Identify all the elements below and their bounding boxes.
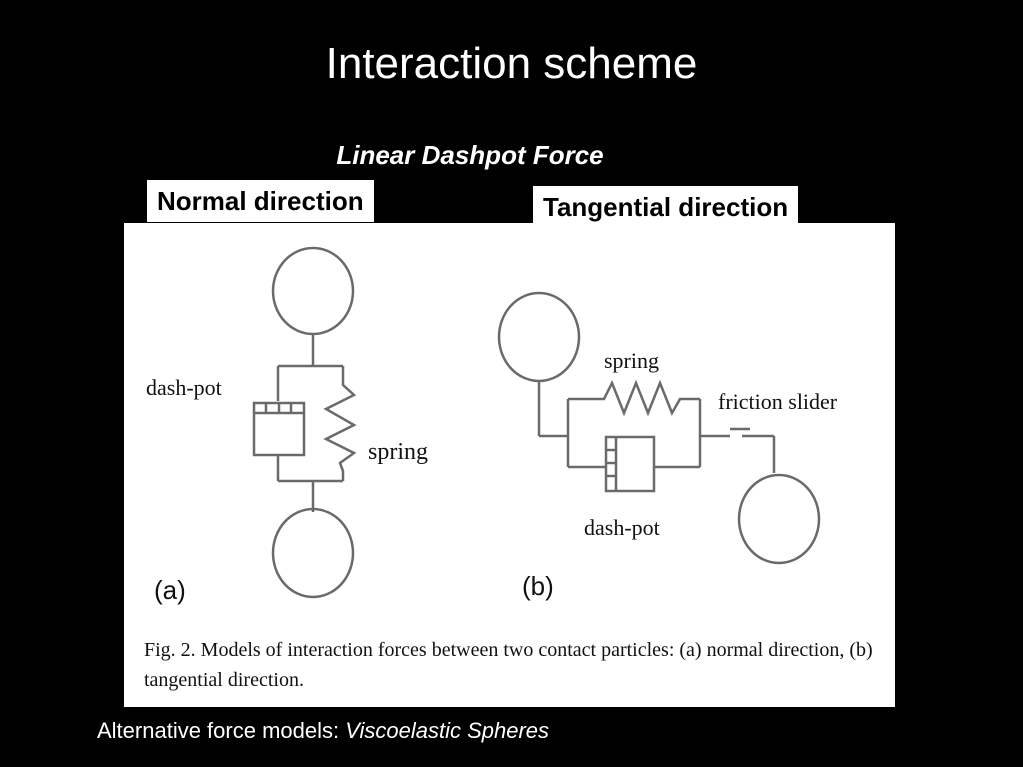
panel-a-spring — [323, 366, 357, 481]
figure-caption: Fig. 2. Models of interaction forces bet… — [144, 639, 873, 691]
panel-b-friction-label: friction slider — [718, 389, 838, 414]
panel-a-label: (a) — [154, 575, 186, 605]
panel-b-right-particle — [737, 473, 821, 565]
panel-b-spring-label: spring — [604, 348, 659, 373]
panel-b-label: (b) — [522, 571, 554, 601]
panel-a-diagram — [252, 246, 357, 599]
panel-b-diagram — [497, 291, 821, 565]
slide-subtitle: Linear Dashpot Force — [336, 140, 604, 170]
panel-b-dashpot-label: dash-pot — [584, 515, 660, 540]
footer-text: Alternative force models: Viscoelastic S… — [97, 716, 549, 746]
footer-model-name: Viscoelastic Spheres — [345, 718, 550, 743]
tangential-direction-label: Tangential direction — [533, 186, 799, 228]
slide-title: Interaction scheme — [325, 39, 698, 88]
normal-direction-label: Normal direction — [147, 180, 374, 222]
panel-b-left-particle — [497, 291, 581, 383]
panel-b-spring — [568, 379, 700, 417]
panel-a-top-particle — [271, 246, 355, 336]
interaction-diagram: dash-pot spring (a) spring friction slid… — [146, 246, 838, 605]
panel-a-bottom-particle — [271, 507, 355, 599]
panel-a-dashpot-label: dash-pot — [146, 375, 222, 400]
interaction-figure: dash-pot spring (a) spring friction slid… — [124, 223, 895, 707]
panel-a-spring-label: spring — [368, 439, 428, 465]
footer-prefix: Alternative force models: — [97, 718, 346, 743]
